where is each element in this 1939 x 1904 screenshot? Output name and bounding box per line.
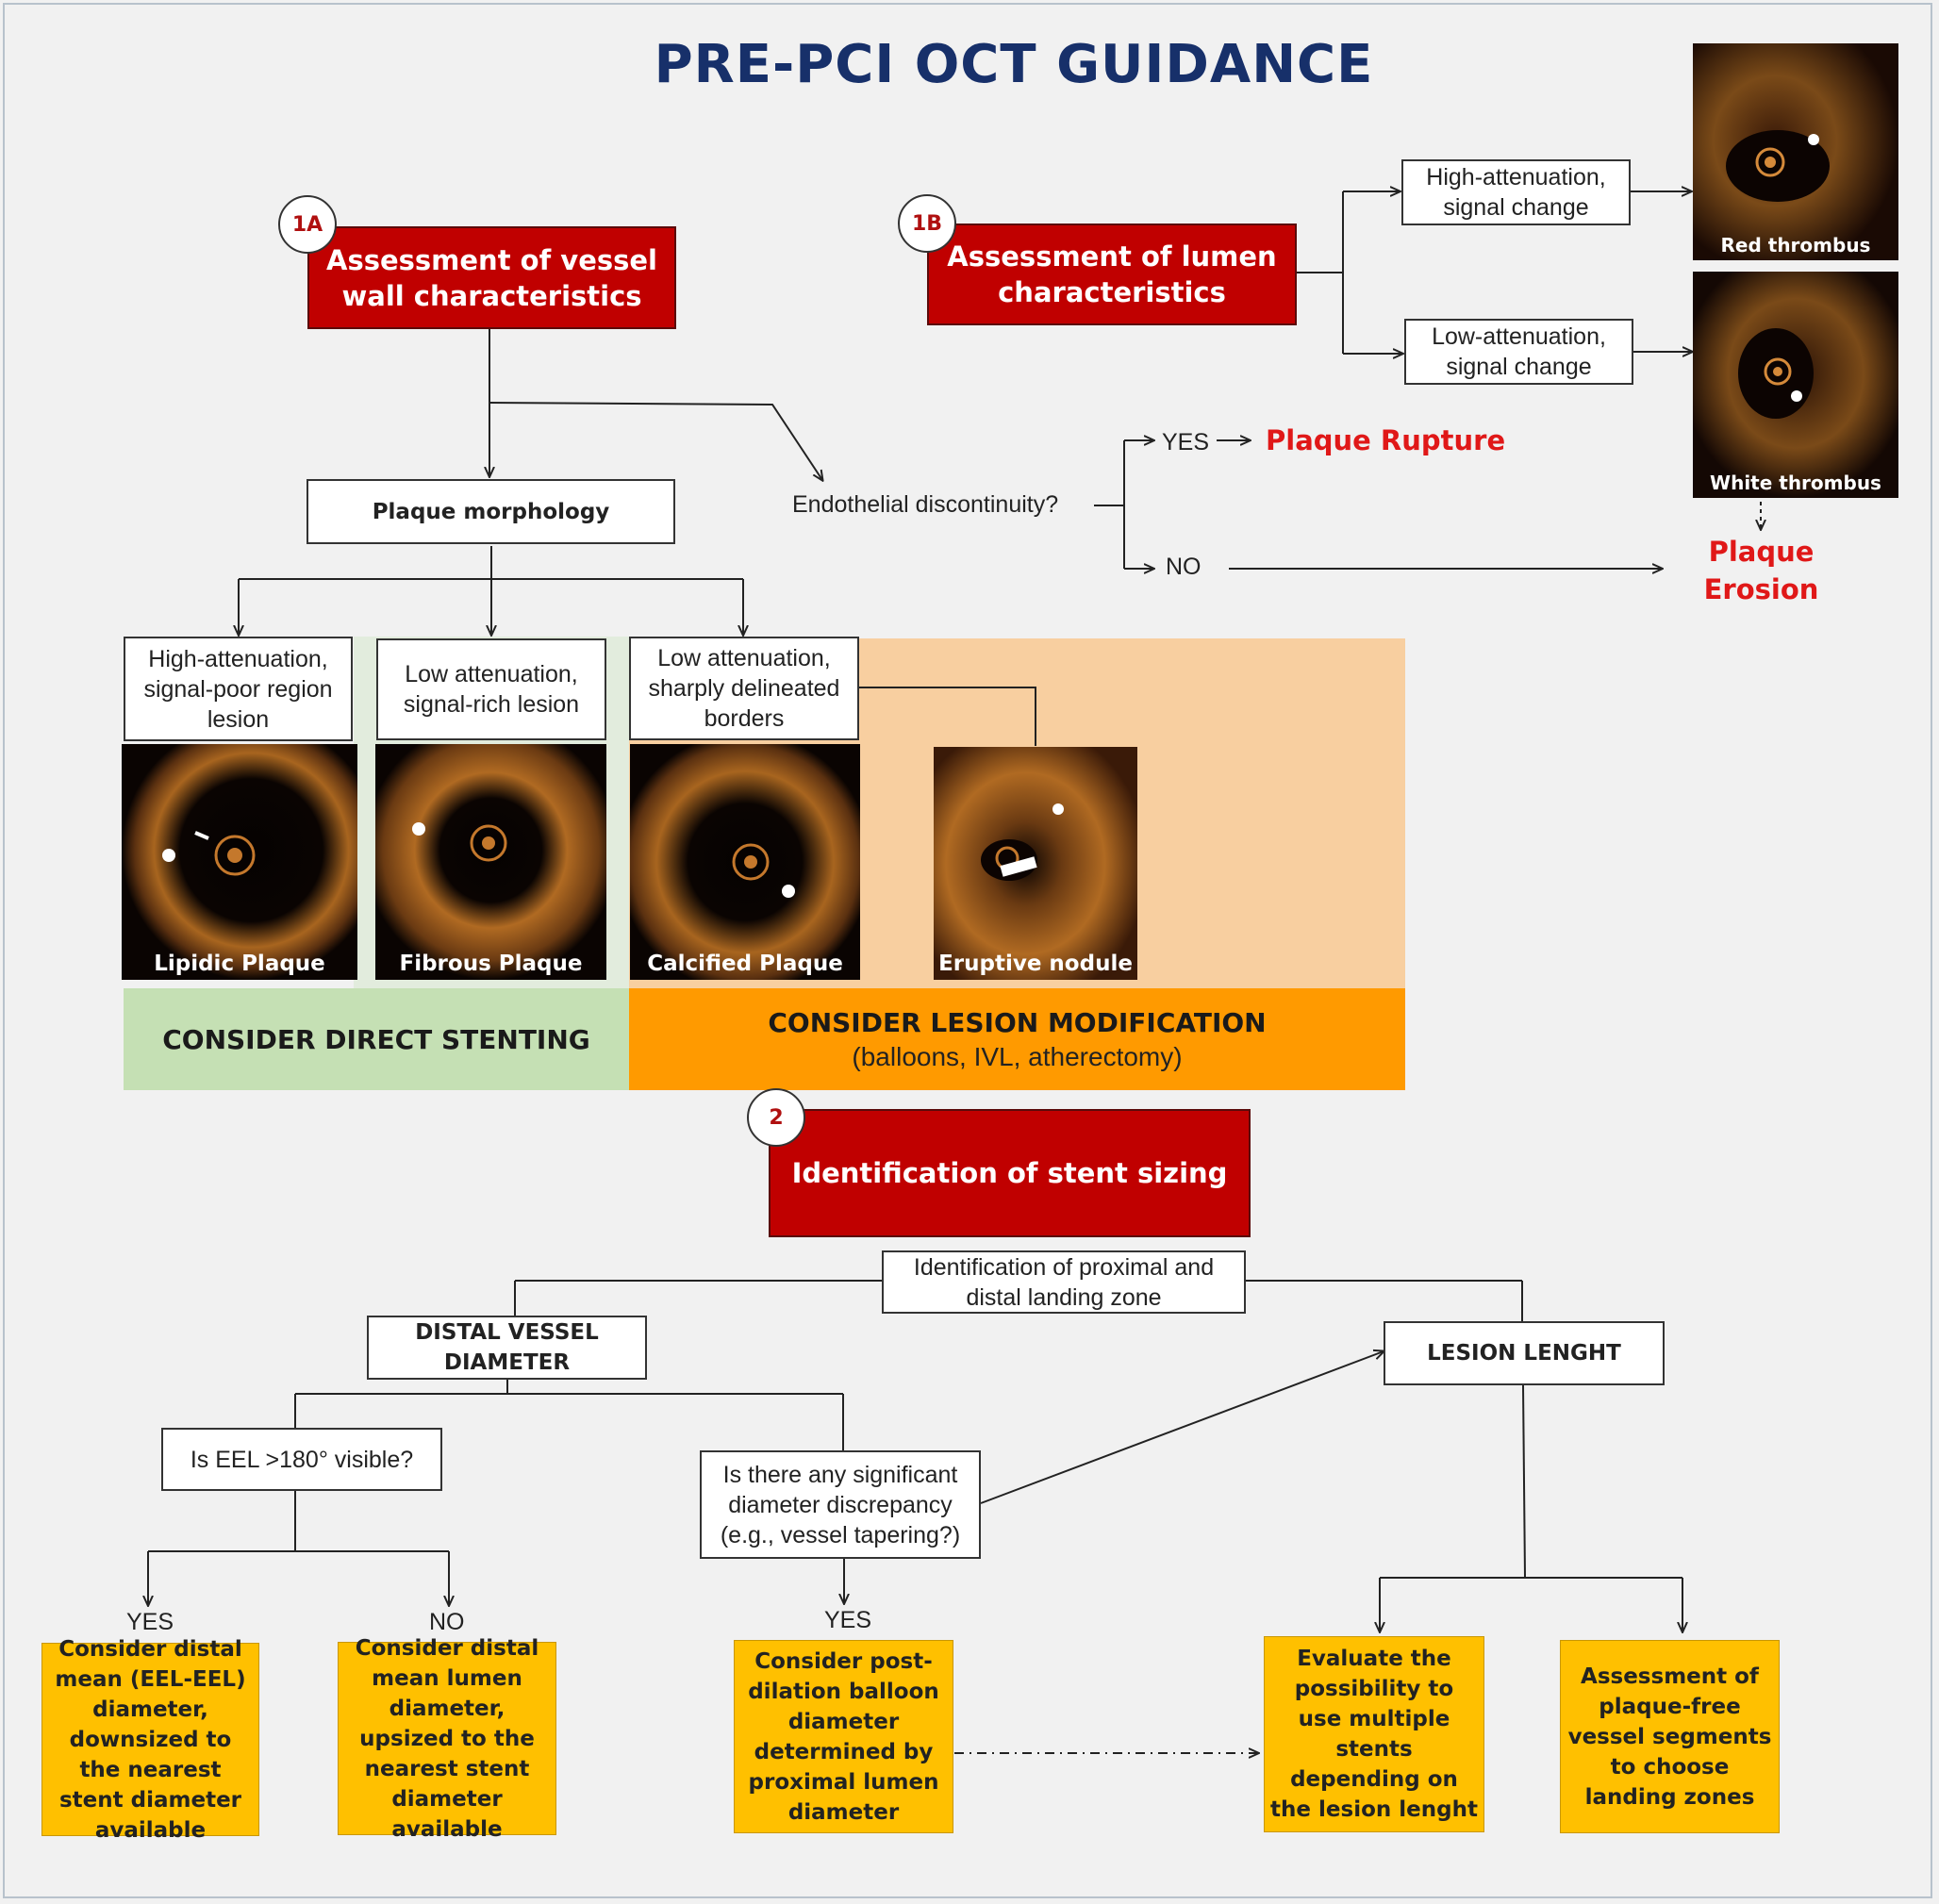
outcome-upsize-label: Consider distal mean lumen diameter, ups… xyxy=(355,1635,539,1842)
vessel-wall-assessment-box: Assessment of vessel wall characteristic… xyxy=(307,226,676,329)
discrepancy-yes-label: YES xyxy=(824,1607,872,1633)
eruptive-nodule-image: Eruptive nodule xyxy=(934,747,1137,980)
white-thrombus-image: White thrombus xyxy=(1693,272,1898,498)
stent-sizing-label: Identification of stent sizing xyxy=(791,1157,1228,1189)
distal-vessel-diameter-box: DISTAL VESSEL DIAMETER xyxy=(367,1316,647,1380)
outcome-landing-zones-box: Assessment of plaque-free vessel segment… xyxy=(1560,1640,1780,1833)
diameter-discrepancy-question: Is there any significant diameter discre… xyxy=(720,1461,961,1548)
eruptive-nodule-label: Eruptive nodule xyxy=(938,952,1133,976)
endothelial-discontinuity-question: Endothelial discontinuity? xyxy=(792,491,1059,518)
lesion-modification-band: CONSIDER LESION MODIFICATION (balloons, … xyxy=(629,988,1405,1090)
low-attenuation-signal-change-box: Low-attenuation, signal change xyxy=(1404,319,1633,385)
lipidic-description-box: High-attenuation, signal-poor region les… xyxy=(124,637,353,741)
fibrous-plaque-label: Fibrous Plaque xyxy=(399,952,583,976)
outcome-post-dilation-label: Consider post-dilation balloon diameter … xyxy=(748,1648,939,1825)
outcome-downsize-box: Consider distal mean (EEL-EEL) diameter,… xyxy=(41,1637,259,1843)
plaque-morphology-label: Plaque morphology xyxy=(372,499,610,524)
lesion-modification-label: CONSIDER LESION MODIFICATION xyxy=(768,1006,1267,1038)
plaque-erosion-label: Plaque Erosion xyxy=(1703,536,1819,605)
outcome-downsize-label: Consider distal mean (EEL-EEL) diameter,… xyxy=(55,1636,246,1843)
badge-1a: 1A xyxy=(278,195,337,254)
direct-stenting-label: CONSIDER DIRECT STENTING xyxy=(162,1023,590,1055)
eel-yes-label: YES xyxy=(126,1609,174,1635)
distal-vessel-diameter-label: DISTAL VESSEL DIAMETER xyxy=(415,1320,599,1375)
lesion-length-box: LESION LENGHT xyxy=(1384,1321,1665,1385)
badge-1b-label: 1B xyxy=(911,211,943,236)
lesion-length-label: LESION LENGHT xyxy=(1427,1341,1621,1366)
stent-sizing-box: Identification of stent sizing xyxy=(769,1109,1251,1237)
diagram-frame xyxy=(3,3,1932,1898)
lesion-modification-sub: (balloons, IVL, atherectomy) xyxy=(852,1041,1183,1071)
lumen-assessment-label: Assessment of lumen characteristics xyxy=(947,240,1277,308)
fibrous-description-box: Low attenuation, signal-rich lesion xyxy=(376,638,606,740)
high-attenuation-label: High-attenuation, signal change xyxy=(1426,164,1606,221)
eel-visible-question: Is EEL >180° visible? xyxy=(190,1446,414,1473)
outcome-post-dilation-box: Consider post-dilation balloon diameter … xyxy=(734,1640,953,1833)
eel-visible-question-box: Is EEL >180° visible? xyxy=(161,1428,442,1491)
fibrous-plaque-image: Fibrous Plaque xyxy=(375,744,606,980)
plaque-morphology-box: Plaque morphology xyxy=(307,479,675,544)
outcome-upsize-box: Consider distal mean lumen diameter, ups… xyxy=(338,1636,556,1842)
lipidic-plaque-label: Lipidic Plaque xyxy=(154,952,325,976)
rupture-yes-label: YES xyxy=(1162,429,1210,455)
red-thrombus-label: Red thrombus xyxy=(1720,234,1871,257)
badge-1b: 1B xyxy=(898,194,956,253)
eel-no-label: NO xyxy=(429,1609,465,1635)
calcified-description-box: Low attenuation, sharply delineated bord… xyxy=(629,637,859,740)
fibrous-description: Low attenuation, signal-rich lesion xyxy=(403,661,580,718)
calcified-plaque-label: Calcified Plaque xyxy=(647,952,843,976)
outcome-multiple-stents-box: Evaluate the possibility to use multiple… xyxy=(1264,1636,1484,1832)
badge-2: 2 xyxy=(747,1088,805,1147)
calcified-description: Low attenuation, sharply delineated bord… xyxy=(648,645,840,732)
landing-zone-label: Identification of proximal and distal la… xyxy=(913,1253,1215,1311)
badge-2-label: 2 xyxy=(769,1105,784,1130)
vessel-wall-assessment-label: Assessment of vessel wall characteristic… xyxy=(326,243,657,312)
calcified-plaque-image: Calcified Plaque xyxy=(630,744,860,980)
low-attenuation-label: Low-attenuation, signal change xyxy=(1432,323,1606,380)
diameter-discrepancy-question-box: Is there any significant diameter discre… xyxy=(700,1450,981,1559)
direct-stenting-band: CONSIDER DIRECT STENTING xyxy=(124,988,629,1090)
lipidic-plaque-image: Lipidic Plaque xyxy=(122,744,357,980)
outcome-landing-zones-label: Assessment of plaque-free vessel segment… xyxy=(1567,1664,1772,1810)
page-title: PRE-PCI OCT GUIDANCE xyxy=(654,34,1374,95)
badge-1a-label: 1A xyxy=(291,212,323,237)
outcome-multiple-stents-label: Evaluate the possibility to use multiple… xyxy=(1270,1647,1478,1822)
landing-zone-box: Identification of proximal and distal la… xyxy=(882,1250,1246,1314)
high-attenuation-signal-change-box: High-attenuation, signal change xyxy=(1401,159,1631,225)
red-thrombus-image: Red thrombus xyxy=(1693,43,1898,260)
erosion-no-label: NO xyxy=(1166,554,1202,580)
lumen-assessment-box: Assessment of lumen characteristics xyxy=(927,224,1297,325)
white-thrombus-label: White thrombus xyxy=(1710,472,1881,494)
lipidic-description: High-attenuation, signal-poor region les… xyxy=(143,645,333,733)
plaque-rupture-label: Plaque Rupture xyxy=(1266,424,1506,456)
